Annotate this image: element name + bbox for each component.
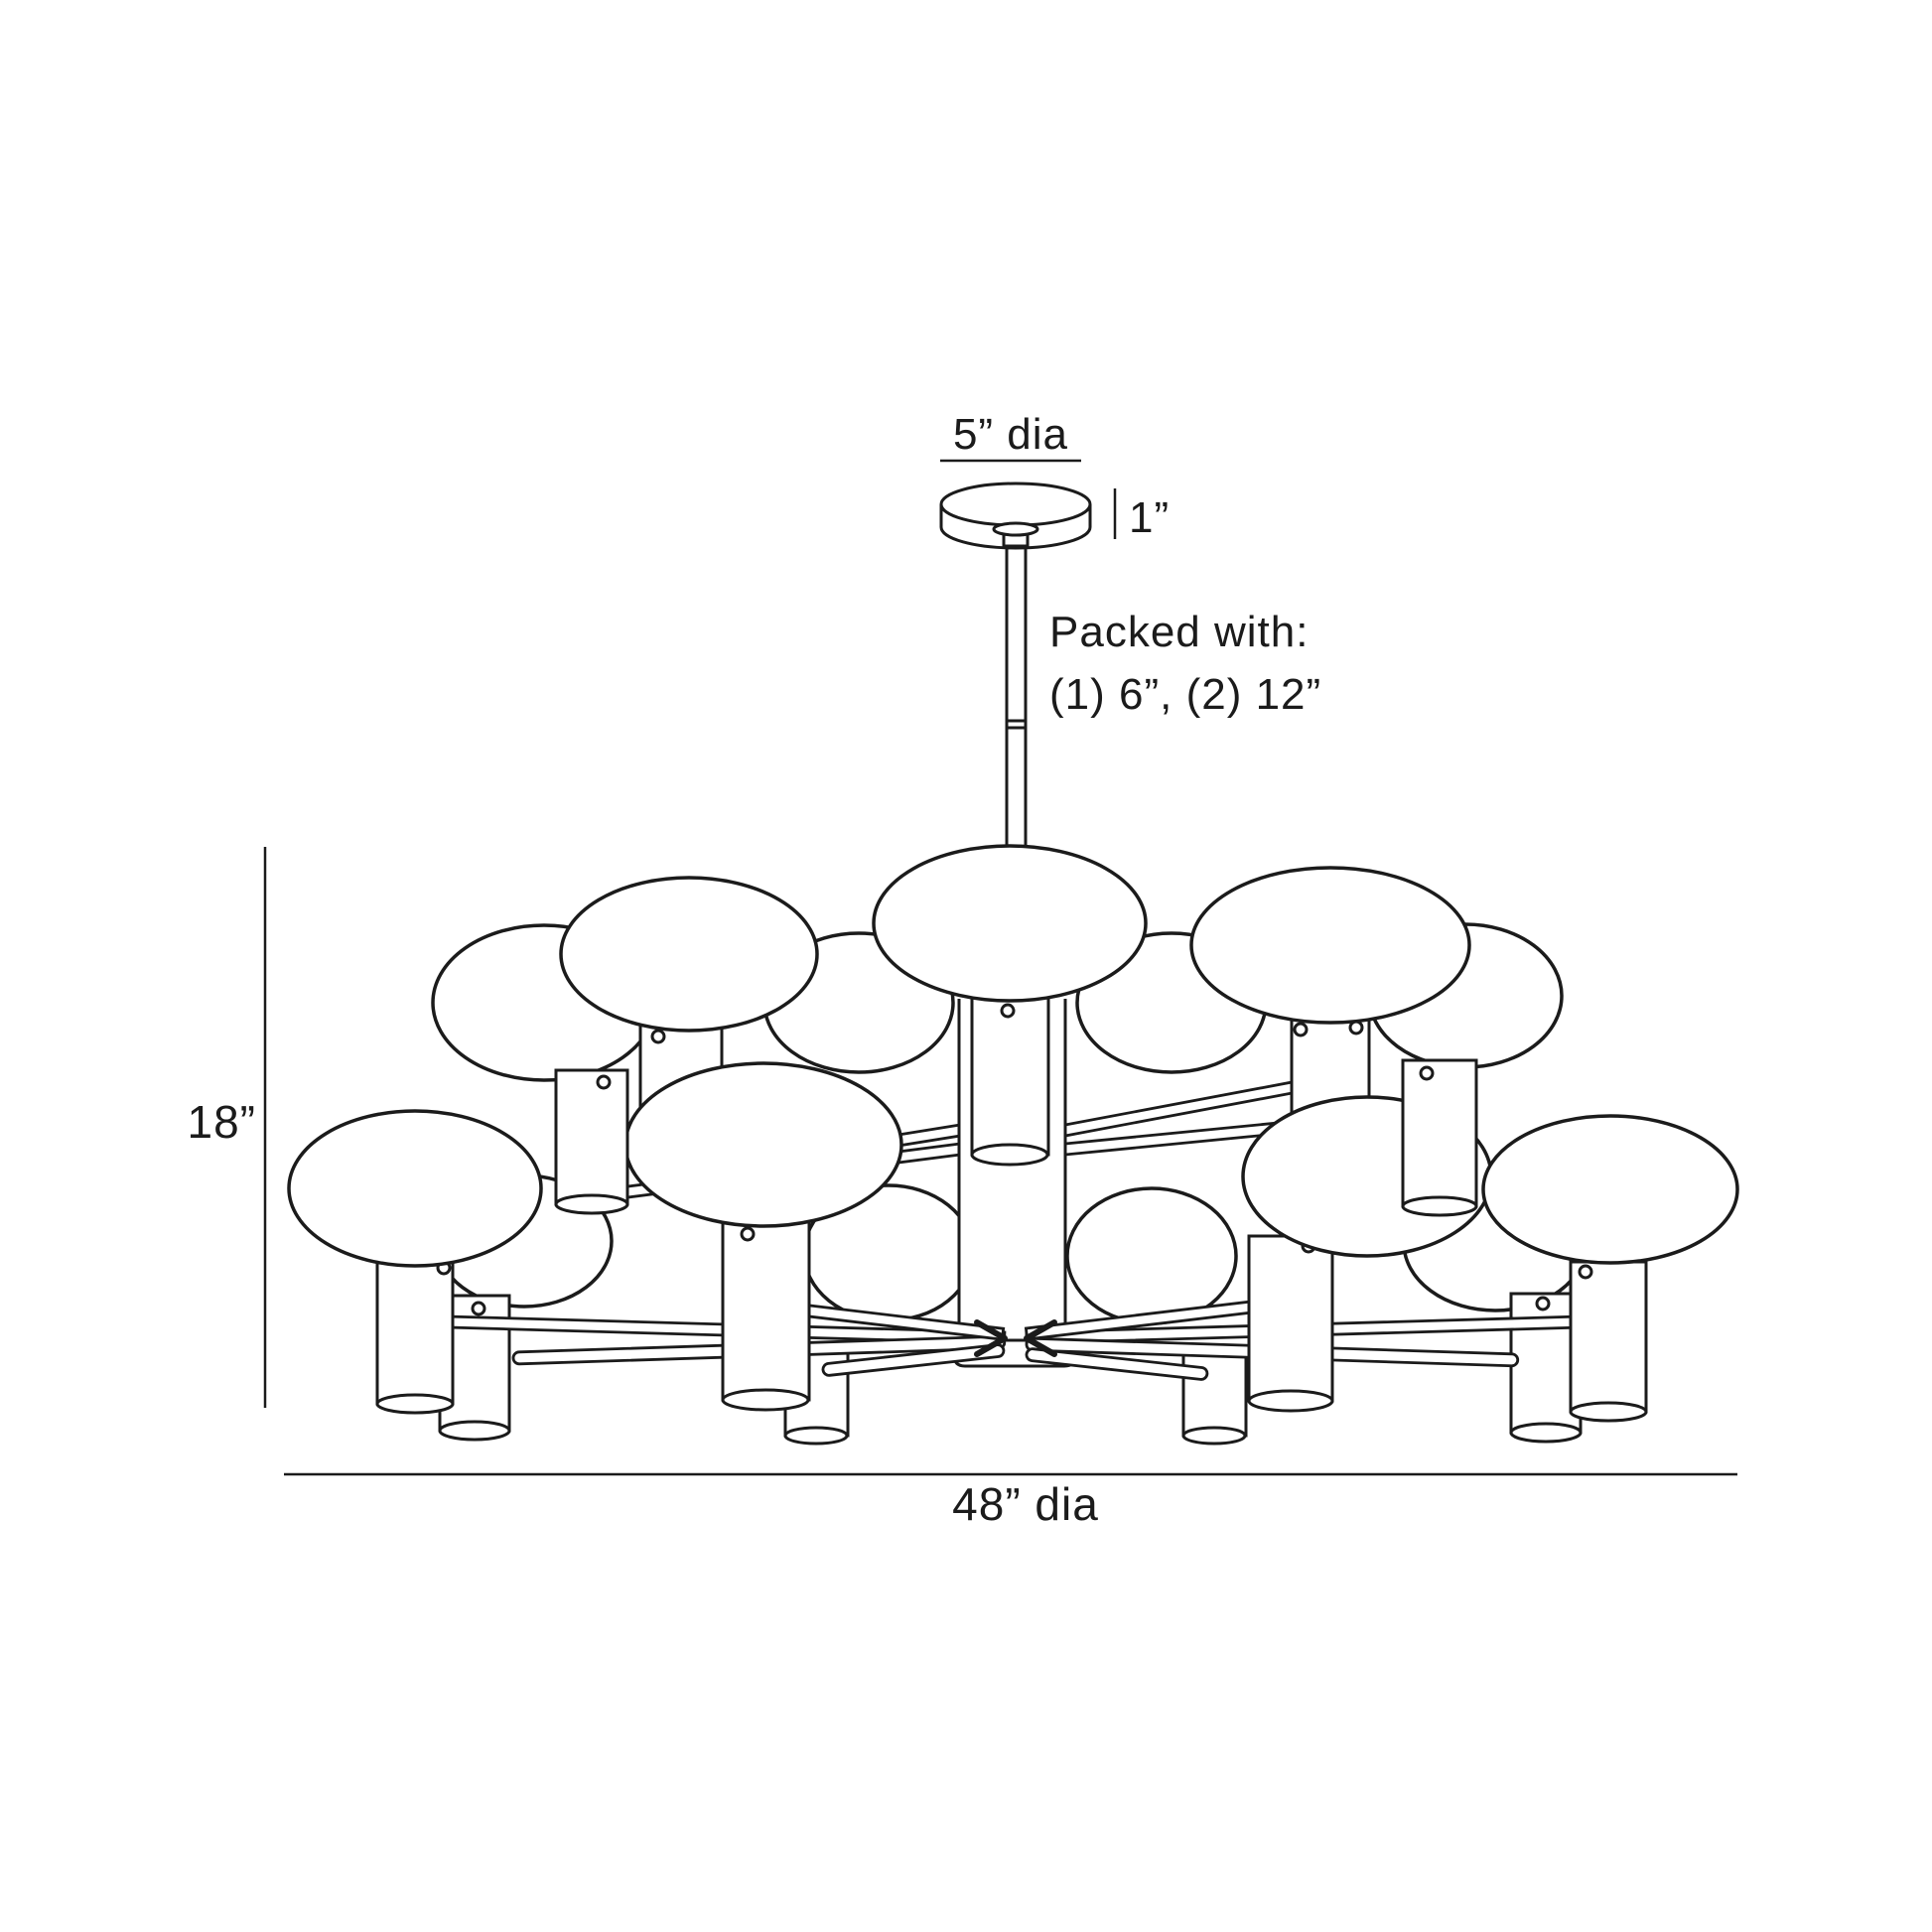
socket xyxy=(1401,1058,1478,1208)
globe xyxy=(1065,1186,1238,1325)
packing-note: Packed with: (1) 6”, (2) 12” xyxy=(1049,608,1321,719)
upper-rear-sockets xyxy=(554,1058,1478,1217)
socket xyxy=(970,996,1050,1157)
screw xyxy=(1578,1264,1593,1280)
socket xyxy=(1569,1260,1648,1414)
canopy-height-dimension: 1” xyxy=(1113,488,1170,542)
socket xyxy=(721,1219,811,1402)
fixture-height-label: 18” xyxy=(188,1096,256,1148)
fixture-height-dimension: 18” xyxy=(188,847,267,1408)
upper-center-light xyxy=(872,844,1148,1167)
globe xyxy=(623,1061,903,1228)
canopy-diameter-dimension: 5” dia xyxy=(940,410,1081,463)
screw xyxy=(596,1074,612,1090)
socket xyxy=(1181,1348,1248,1438)
globe xyxy=(872,844,1148,1003)
fixture-diameter-label: 48” dia xyxy=(952,1478,1099,1530)
canopy-diameter-label: 5” dia xyxy=(953,410,1068,459)
screw xyxy=(471,1301,486,1316)
socket xyxy=(375,1255,455,1406)
screw xyxy=(1000,1003,1016,1019)
globe xyxy=(287,1109,543,1268)
screw xyxy=(740,1226,756,1242)
downrod xyxy=(1005,539,1028,854)
lower-midleft-light xyxy=(623,1061,903,1412)
globe xyxy=(559,876,819,1033)
socket xyxy=(1247,1234,1334,1403)
hub-arm-tip xyxy=(974,1319,1008,1357)
globe xyxy=(1189,866,1471,1025)
lower-right-light xyxy=(1481,1114,1739,1423)
socket xyxy=(554,1068,629,1206)
hub-arm-tip xyxy=(1024,1319,1057,1357)
globe xyxy=(1481,1114,1739,1265)
screw xyxy=(1293,1022,1309,1037)
screw xyxy=(650,1029,666,1044)
canopy-height-label: 1” xyxy=(1129,493,1170,542)
lower-left-light xyxy=(287,1109,543,1415)
packing-note-line2: (1) 6”, (2) 12” xyxy=(1049,670,1321,719)
screw xyxy=(1419,1065,1435,1081)
fixture-diameter-dimension: 48” dia xyxy=(284,1472,1737,1530)
ceiling-canopy xyxy=(939,482,1092,550)
packing-note-line1: Packed with: xyxy=(1049,608,1309,656)
screw xyxy=(1535,1296,1551,1311)
